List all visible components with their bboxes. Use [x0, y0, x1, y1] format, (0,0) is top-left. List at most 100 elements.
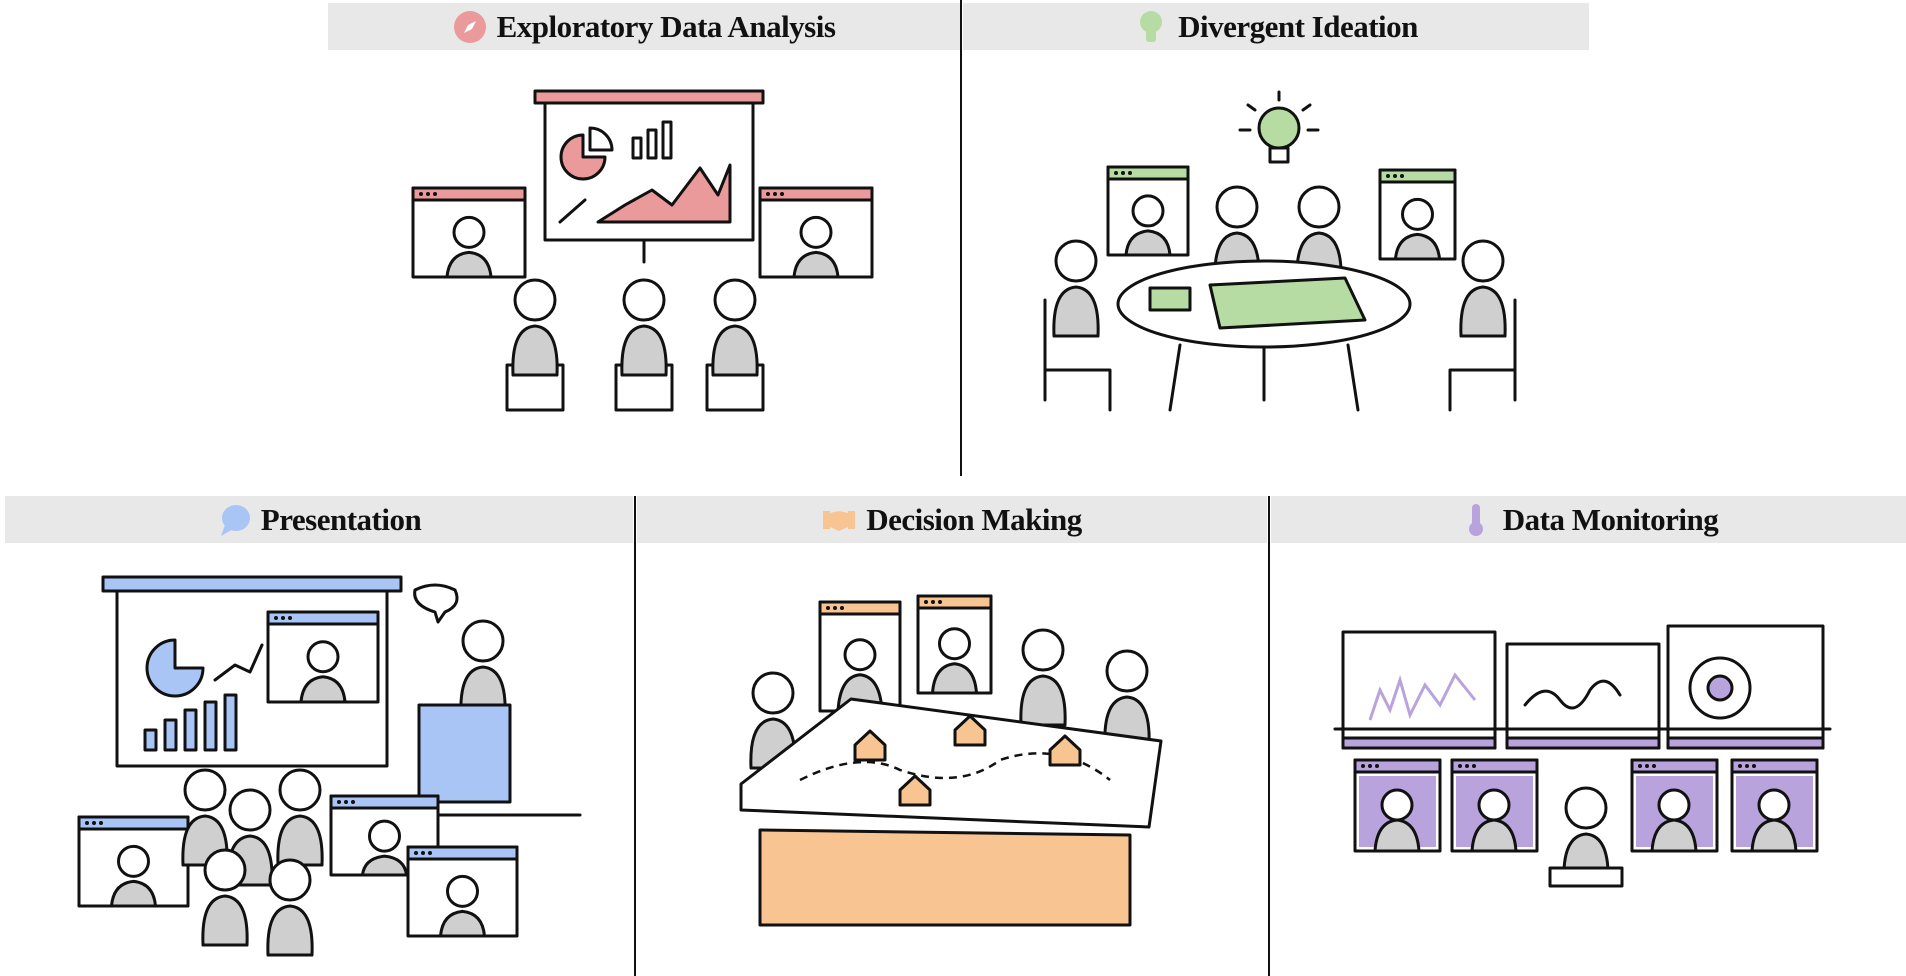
- person-head: [1380, 788, 1414, 822]
- audience-member: [511, 278, 559, 377]
- window-dot: [833, 606, 837, 610]
- person-body: [931, 662, 978, 695]
- compass-icon: [453, 10, 486, 43]
- person-body: [711, 324, 759, 377]
- bar-chart-bar: [143, 728, 158, 752]
- tablet: [1148, 286, 1192, 312]
- panel-title: Exploratory Data Analysis: [496, 8, 836, 44]
- window-dot: [1652, 764, 1656, 768]
- audience-member: [201, 848, 249, 947]
- light-ray: [1246, 103, 1257, 112]
- window-dot: [1386, 174, 1390, 178]
- desk: [1548, 866, 1624, 888]
- window-dot: [428, 851, 432, 855]
- participant: [1459, 239, 1507, 338]
- window-titlebar: [916, 594, 993, 610]
- table-leg: [1346, 343, 1360, 412]
- audience-member: [620, 278, 668, 377]
- person-head: [306, 640, 340, 674]
- window-dot: [938, 600, 942, 604]
- window-dot: [1114, 171, 1118, 175]
- window-dot: [421, 851, 425, 855]
- window-dot: [1472, 764, 1476, 768]
- line-area-chart: [596, 163, 732, 224]
- video-window: [1730, 758, 1819, 853]
- window-dot: [1645, 764, 1649, 768]
- video-window: [329, 794, 440, 877]
- person-head: [183, 768, 227, 812]
- bar-chart-bar: [661, 120, 673, 160]
- video-window: [916, 594, 993, 695]
- video-window: [818, 600, 902, 713]
- lightbulb: [1257, 106, 1301, 150]
- window-dot: [351, 800, 355, 804]
- projector-bar: [101, 575, 403, 593]
- line-trace: [1523, 679, 1622, 710]
- window-dot: [274, 616, 278, 620]
- participant: [1019, 628, 1067, 727]
- window-titlebar: [1630, 758, 1719, 774]
- window-titlebar: [818, 600, 902, 616]
- chair: [1448, 298, 1517, 412]
- pie-slice: [588, 126, 614, 152]
- window-dot: [1638, 764, 1642, 768]
- person-body: [792, 250, 840, 279]
- window-dot: [288, 616, 292, 620]
- person-head: [938, 627, 971, 661]
- person-body: [1394, 232, 1441, 261]
- video-window: [758, 186, 874, 279]
- window-dot: [92, 821, 96, 825]
- window-titlebar: [758, 186, 874, 202]
- panel-title: Presentation: [260, 501, 422, 537]
- speech-bubble: [413, 583, 459, 624]
- pie-chart: [559, 133, 607, 181]
- person-head: [228, 788, 272, 832]
- lightbulb-icon: [1140, 10, 1163, 42]
- video-window: [1353, 758, 1442, 853]
- person-head: [268, 858, 312, 902]
- person-head: [1021, 628, 1065, 672]
- window-dot: [1128, 171, 1132, 175]
- window-titlebar: [1378, 168, 1457, 184]
- person-head: [203, 848, 247, 892]
- window-dot: [1361, 764, 1365, 768]
- window-dot: [426, 192, 430, 196]
- line-chart: [213, 643, 264, 682]
- person-body: [620, 324, 668, 377]
- panel-title: Divergent Ideation: [1178, 8, 1418, 44]
- window-dot: [1745, 764, 1749, 768]
- window-dot: [773, 192, 777, 196]
- window-dot: [1368, 764, 1372, 768]
- person-head: [461, 619, 505, 663]
- window-dot: [1752, 764, 1756, 768]
- house: [898, 774, 932, 807]
- table-base: [758, 828, 1132, 927]
- window-dot: [1393, 174, 1397, 178]
- participant: [1103, 649, 1151, 748]
- window-titlebar: [266, 610, 380, 626]
- pie-chart: [145, 638, 205, 698]
- video-window: [406, 845, 519, 938]
- person-body: [439, 909, 486, 938]
- person-head: [1297, 185, 1341, 229]
- speech-bubble-icon: [220, 504, 250, 536]
- header-exploratory-data-analysis: Exploratory Data Analysis: [328, 3, 960, 50]
- person-body: [276, 814, 324, 867]
- idea-map: [1208, 276, 1367, 330]
- thermometer-icon: [1468, 503, 1483, 536]
- audience-member: [266, 858, 314, 957]
- monitor-base: [1666, 736, 1825, 750]
- video-window: [266, 610, 380, 704]
- divider-vertical: [1268, 496, 1270, 976]
- window-dot: [1458, 764, 1462, 768]
- bar-chart-bar: [183, 708, 198, 752]
- house: [853, 729, 887, 762]
- bar-chart-bar: [163, 718, 178, 752]
- person-head: [1054, 239, 1098, 283]
- panel-title: Decision Making: [866, 501, 1082, 537]
- bar-chart-bar: [631, 136, 643, 160]
- presenter: [459, 619, 507, 718]
- window-dot: [1121, 171, 1125, 175]
- person-body: [1019, 674, 1067, 727]
- header-data-monitoring: Data Monitoring: [1271, 496, 1906, 543]
